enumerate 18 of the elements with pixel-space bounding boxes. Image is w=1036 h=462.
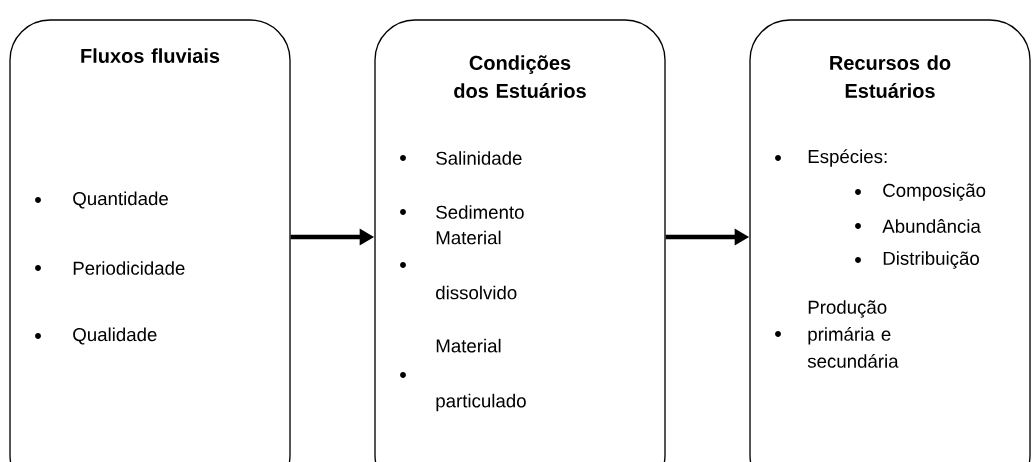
list-item: Quantidade <box>73 191 168 209</box>
process-box <box>374 19 666 462</box>
box-heading: Recursos do Estuários <box>830 55 951 98</box>
list-item: Qualidade <box>73 327 157 345</box>
list-item: Produção primária e secundária <box>807 300 899 368</box>
process-box <box>9 19 291 462</box>
list-item: Espécies: <box>808 149 887 167</box>
box-heading: Fluxos fluviais <box>81 48 220 63</box>
box-heading: Condições dos Estuários <box>454 55 586 98</box>
process-box <box>749 19 1031 462</box>
list-item: Material particulado <box>436 338 526 412</box>
list-item: Sedimento <box>436 205 524 219</box>
list-item: Salinidade <box>436 151 522 165</box>
list-item: Distribuição <box>883 251 979 269</box>
list-item: Material dissolvido <box>436 230 517 300</box>
list-item: Periodicidade <box>73 261 185 275</box>
list-item: Abundância <box>882 219 981 233</box>
list-item: Composição <box>883 183 986 201</box>
